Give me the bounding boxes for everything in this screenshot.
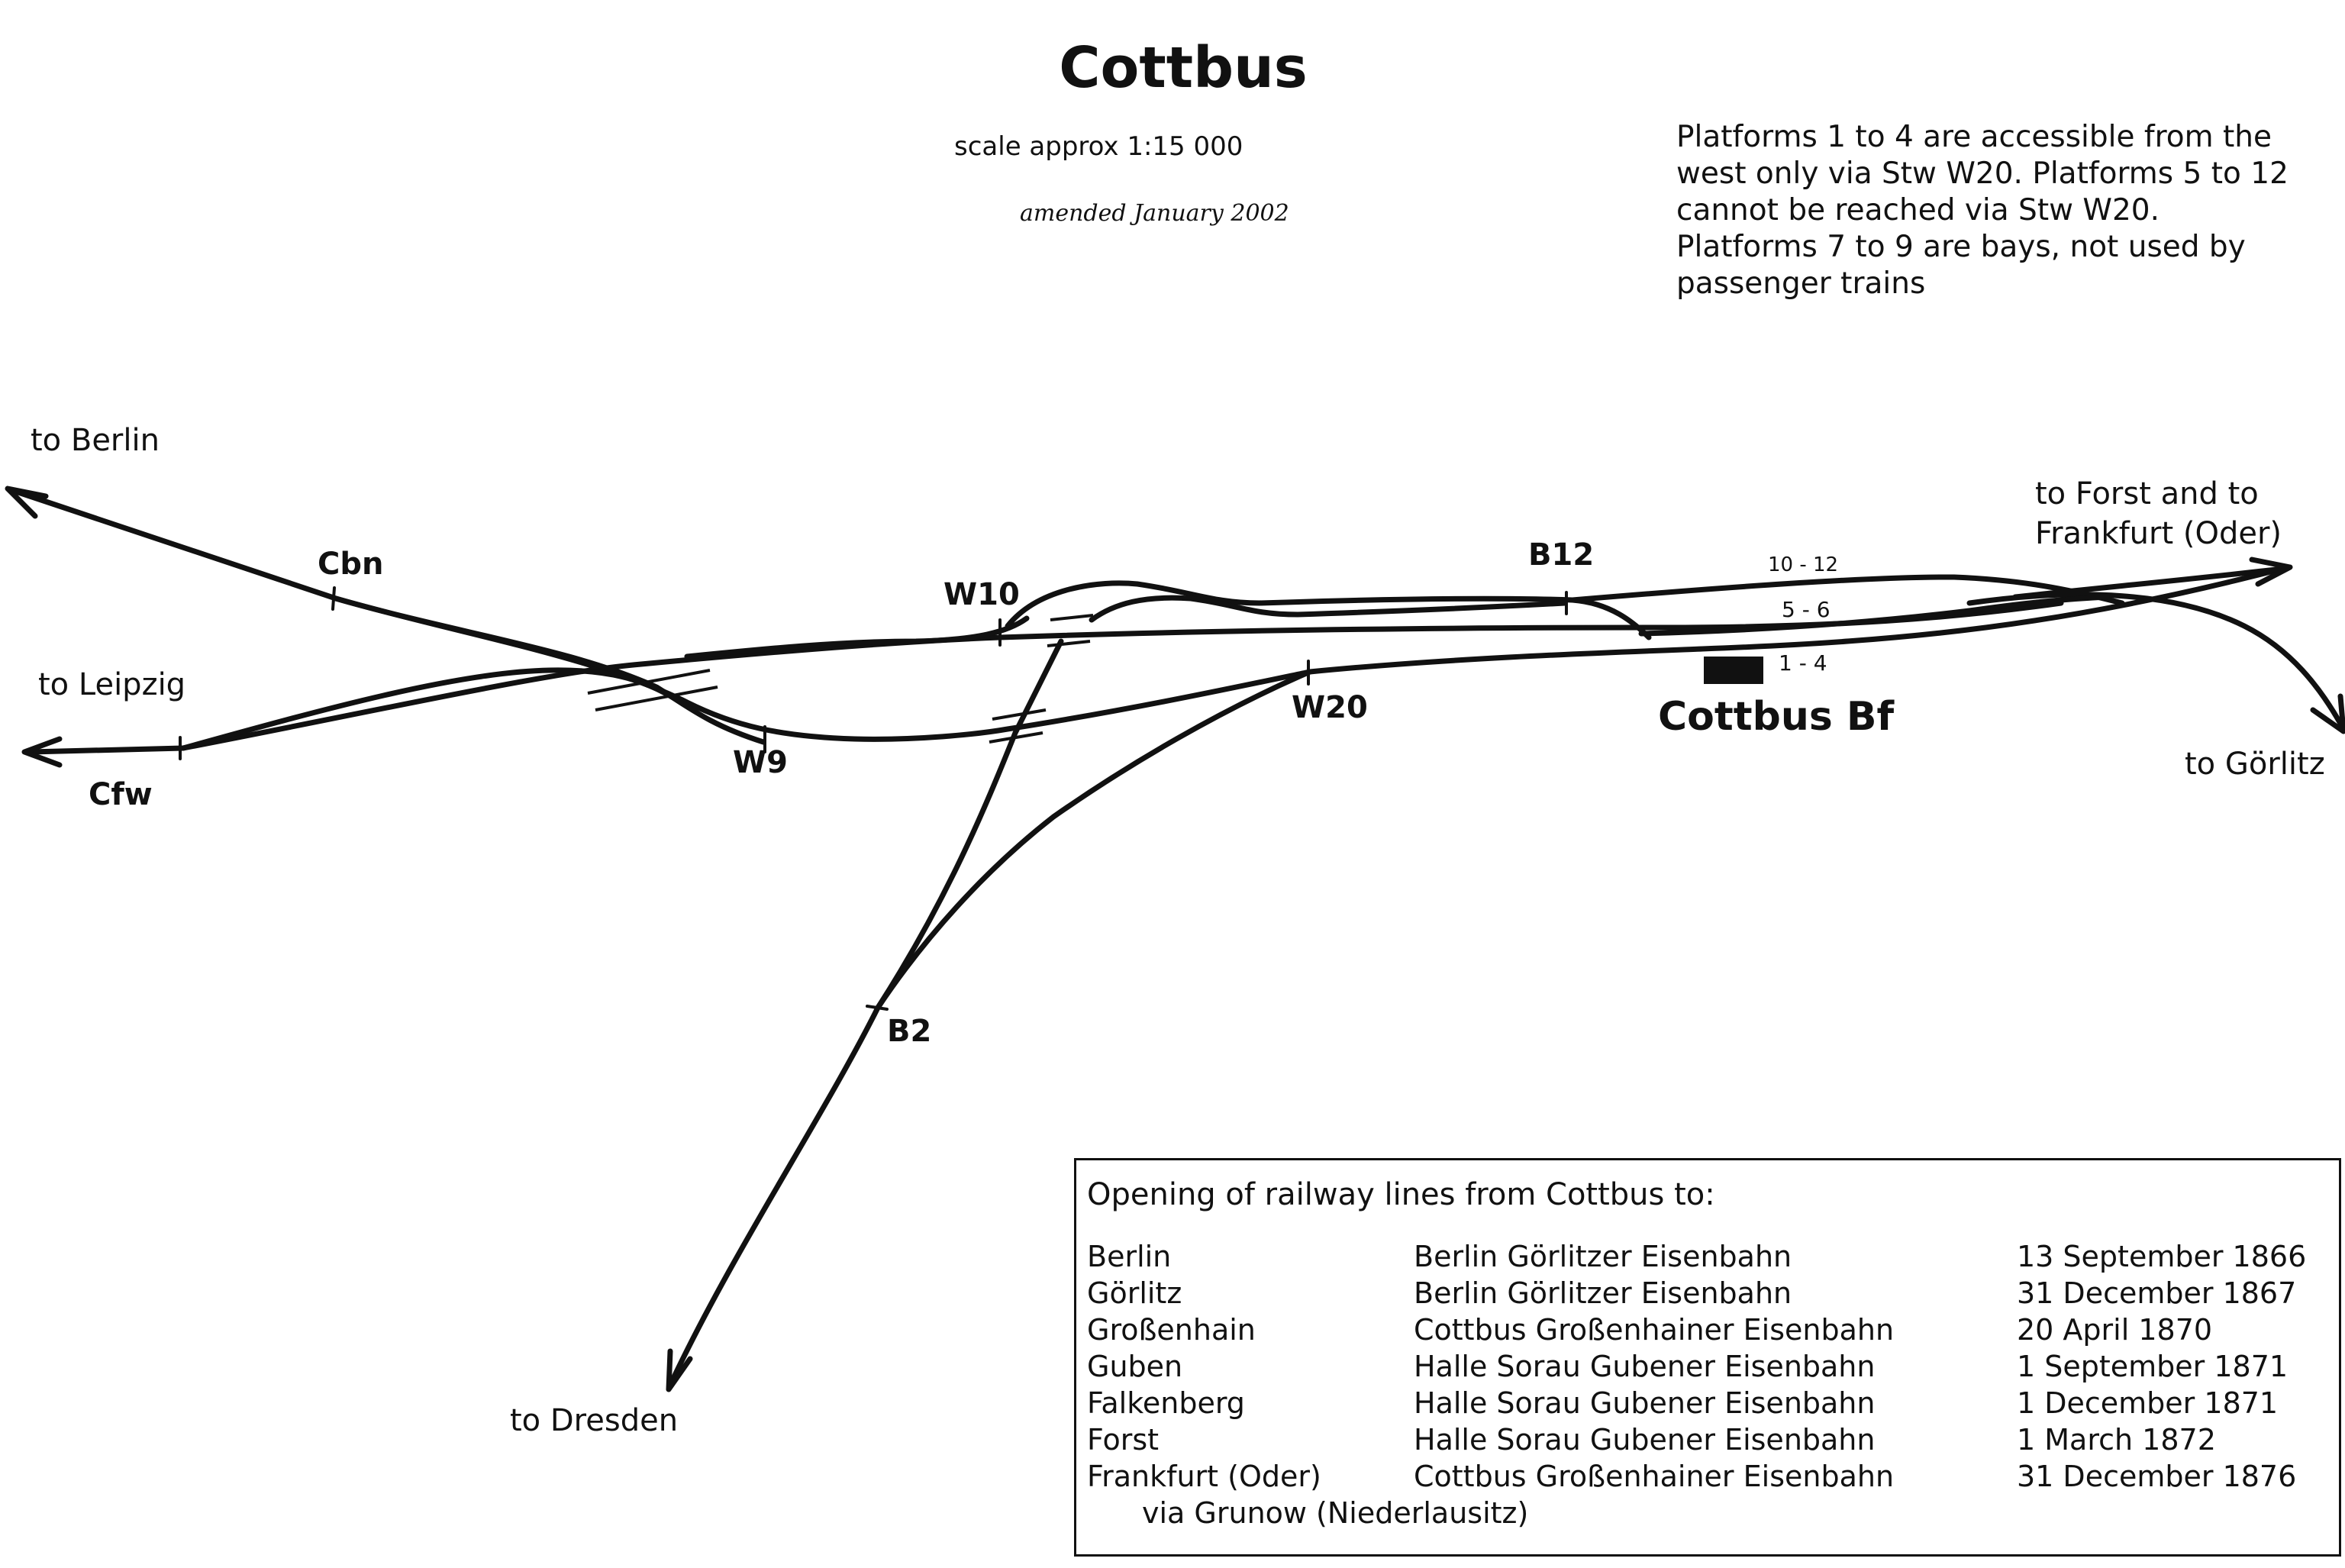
label-b2: B2 [887,1014,931,1049]
arrowhead-dresden [666,1348,693,1392]
label-to-dresden: to Dresden [510,1403,678,1438]
label-to-berlin: to Berlin [31,423,160,458]
row-destination: Guben [1087,1350,1183,1383]
arrowhead-goerlitz [2310,693,2345,734]
track-w20-b2 [875,669,1313,1011]
track-platforms-10-12 [1569,574,2125,606]
label-w9: W9 [733,745,788,780]
row-destination: Berlin [1087,1240,1172,1273]
page-title: Cottbus [1059,35,1308,101]
row-date: 20 April 1870 [2017,1313,2213,1347]
row-date: 13 September 1866 [2017,1240,2307,1273]
track-goerlitz-line [1966,592,2345,732]
row-date: 1 December 1871 [2017,1386,2279,1420]
row-company: Halle Sorau Gubener Eisenbahn [1414,1423,1876,1457]
row-company: Berlin Görlitzer Eisenbahn [1414,1276,1792,1310]
openings-title: Opening of railway lines from Cottbus to… [1087,1177,1715,1212]
label-platforms-5-6: 5 - 6 [1782,597,1831,622]
bridge-w10-1 [1050,614,1094,621]
bridge-w9-1 [992,708,1047,721]
row-date: 1 September 1871 [2017,1350,2289,1383]
label-to-goerlitz: to Görlitz [2185,747,2325,782]
scale-label: scale approx 1:15 000 [954,131,1243,162]
station-platform-block [1704,657,1763,684]
label-to-leipzig: to Leipzig [38,667,185,702]
row-company: Halle Sorau Gubener Eisenbahn [1414,1386,1876,1420]
label-platforms-1-4: 1 - 4 [1779,650,1827,676]
row-company: Cottbus Großenhainer Eisenbahn [1414,1313,1895,1347]
bridge-crossing-1 [587,669,711,695]
bridge-crossing-2 [595,686,718,711]
row-destination: Großenhain [1087,1313,1256,1347]
row-company: Halle Sorau Gubener Eisenbahn [1414,1350,1876,1383]
row-date: 1 March 1872 [2017,1423,2216,1457]
label-to-forst-2: Frankfurt (Oder) [2035,516,2282,551]
row-destination: Forst [1087,1423,1160,1457]
track-w10-inner [1089,595,1568,623]
track-platforms-5-6 [1638,594,2110,637]
tick-cbn [331,586,336,611]
label-platforms-10-12: 10 - 12 [1768,553,1838,576]
track-cfw-branch [180,667,690,751]
amended-date: amended January 2002 [1020,200,1289,227]
label-to-forst-1: to Forst and to [2035,476,2259,511]
row-destination: Görlitz [1087,1276,1182,1310]
row-date: 31 December 1867 [2017,1276,2297,1310]
via-note: via Grunow (Niederlausitz) [1142,1496,1529,1530]
label-cbn: Cbn [318,547,383,582]
track-dresden-line [669,638,1064,1385]
row-date: 31 December 1876 [2017,1460,2297,1493]
track-main-west [684,615,1030,660]
label-station: Cottbus Bf [1658,694,1895,740]
openings-table: Opening of railway lines from Cottbus to… [1074,1158,2341,1557]
arrowhead-leipzig [21,736,63,768]
arrowhead-forst [2249,557,2293,587]
track-cbn-branch [333,595,766,745]
bridge-w10-2 [1047,640,1091,647]
row-company: Berlin Görlitzer Eisenbahn [1414,1240,1792,1273]
label-b12: B12 [1528,537,1594,573]
bridge-w9-2 [989,731,1043,744]
label-w20: W20 [1292,690,1368,725]
row-destination: Falkenberg [1087,1386,1245,1420]
label-cfw: Cfw [89,777,153,812]
row-company: Cottbus Großenhainer Eisenbahn [1414,1460,1895,1493]
tick-b2 [866,1005,889,1011]
platform-note: Platforms 1 to 4 are accessible from the… [1676,120,2289,301]
arrowhead-berlin [5,486,49,519]
row-destination: Frankfurt (Oder) [1087,1460,1321,1493]
label-w10: W10 [943,577,1020,612]
